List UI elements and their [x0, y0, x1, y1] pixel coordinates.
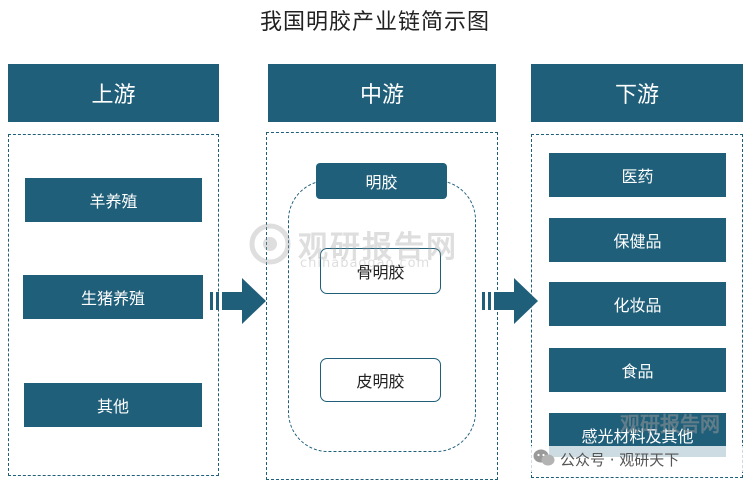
corner-watermark-brand: 观研报告网 — [620, 412, 720, 436]
midstream-item-skin-gelatin: 皮明胶 — [320, 358, 441, 402]
arrow-right-icon — [482, 278, 538, 324]
upstream-item-other: 其他 — [24, 383, 202, 427]
watermark-brand: 观研报告网 — [298, 230, 458, 265]
downstream-item-cosmetics: 化妆品 — [549, 282, 726, 326]
downstream-box — [531, 134, 743, 478]
wechat-watermark-backdrop — [528, 446, 750, 472]
midstream-item-bone-gelatin: 骨明胶 — [320, 248, 441, 294]
gelatin-group-label: 明胶 — [316, 163, 447, 199]
upstream-item-sheep: 羊养殖 — [25, 178, 202, 222]
watermark-url: chinabaogao.com — [300, 256, 431, 271]
downstream-item-food: 食品 — [549, 348, 726, 392]
diagram-title: 我国明胶产业链简示图 — [259, 10, 490, 35]
downstream-item-health-products: 保健品 — [549, 218, 726, 262]
upstream-item-pig: 生猪养殖 — [23, 275, 203, 319]
midstream-header: 中游 — [268, 64, 496, 122]
wechat-icon — [533, 449, 555, 466]
downstream-header: 下游 — [531, 64, 743, 122]
upstream-header: 上游 — [8, 64, 219, 122]
downstream-item-medicine: 医药 — [549, 153, 726, 197]
arrow-right-icon — [210, 278, 266, 324]
watermark-logo-icon — [249, 223, 291, 265]
wechat-account-label: 公众号 · 观研天下 — [560, 451, 680, 469]
gelatin-group-outline — [288, 180, 476, 452]
